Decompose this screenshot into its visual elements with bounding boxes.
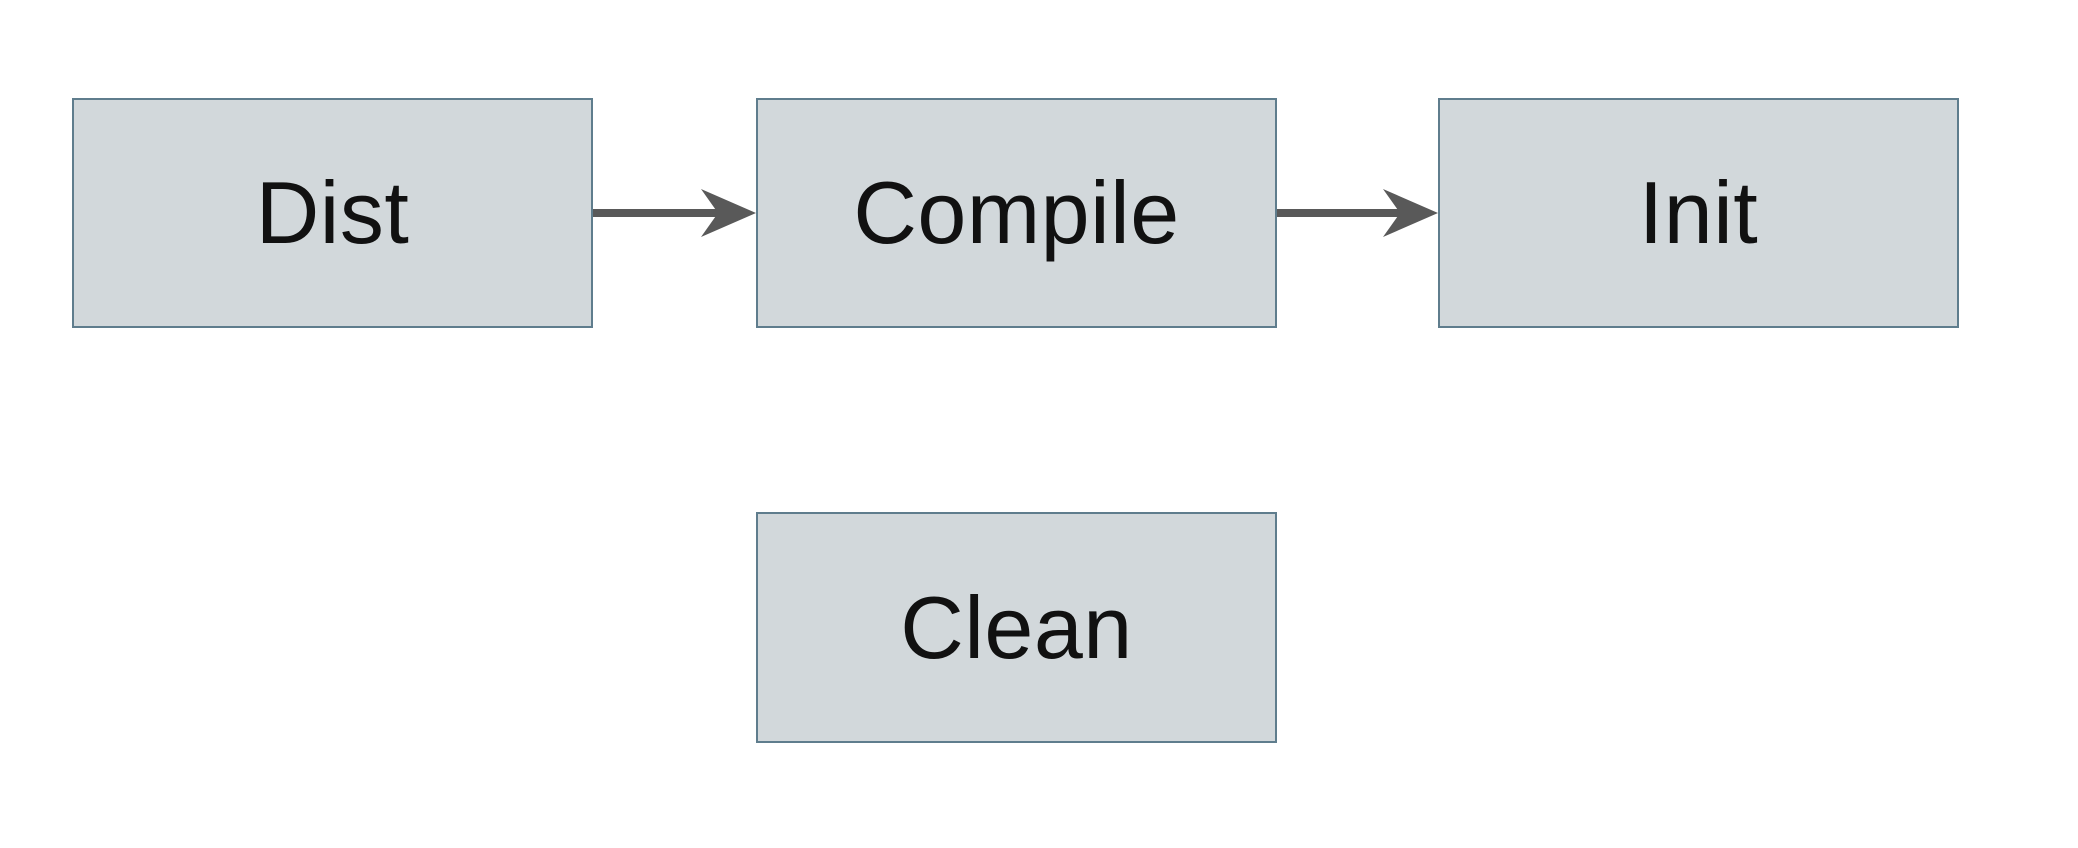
flow-node-dist: Dist	[72, 98, 593, 328]
arrow-dist-to-compile	[593, 189, 756, 237]
flow-node-label: Init	[1638, 163, 1759, 262]
flow-node-label: Clean	[900, 577, 1133, 677]
arrow-head-icon	[701, 189, 756, 237]
flow-node-label: Compile	[853, 163, 1180, 262]
arrow-head-icon	[1383, 189, 1438, 237]
arrow-compile-to-init	[1277, 189, 1438, 237]
flow-node-label: Dist	[255, 163, 410, 262]
flow-node-clean: Clean	[756, 512, 1277, 743]
flow-node-init: Init	[1438, 98, 1959, 328]
flow-node-compile: Compile	[756, 98, 1277, 328]
